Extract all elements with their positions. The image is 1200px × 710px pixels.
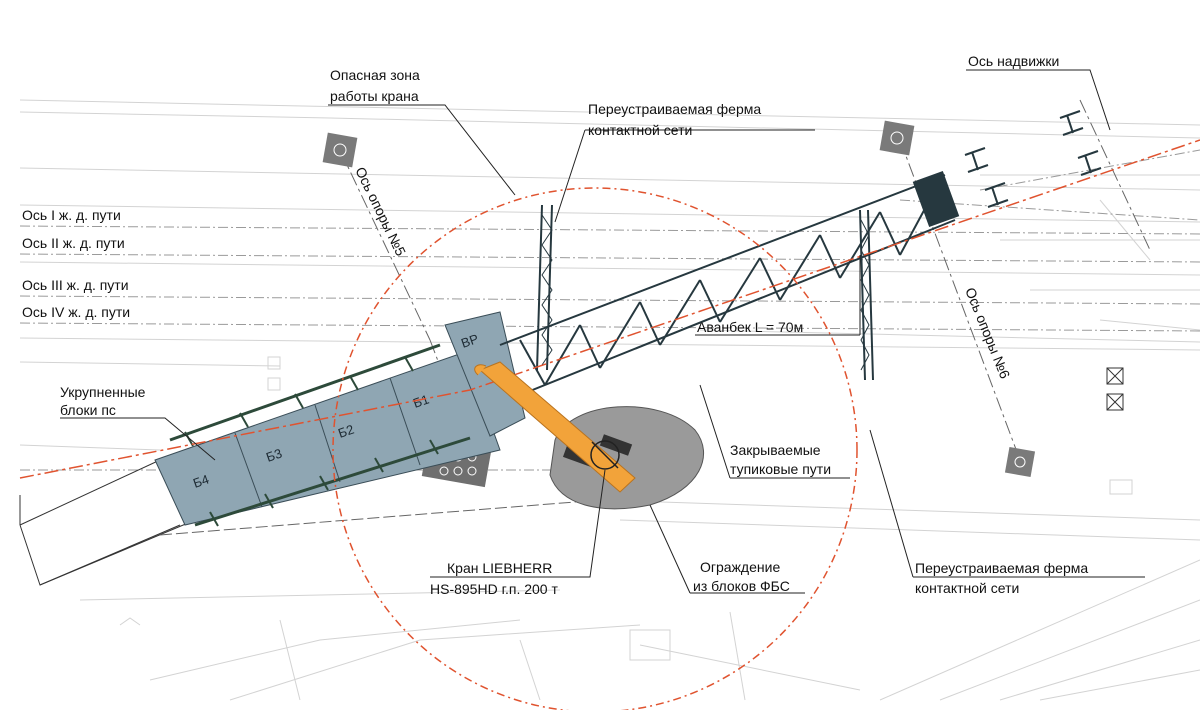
- catenary-truss-label: контактной сети: [915, 580, 1019, 596]
- catenary-truss-label: контактной сети: [588, 122, 692, 138]
- block-label: Б2: [336, 422, 356, 441]
- track-axis-label: Ось I ж. д. пути: [22, 207, 121, 223]
- block-label: Б1: [411, 392, 431, 411]
- avanbek-truss: [499, 110, 1102, 396]
- block-label: Б4: [191, 472, 211, 491]
- danger-zone-label: работы крана: [330, 88, 419, 104]
- launch-axis: [19, 139, 1200, 479]
- track-axis-label: Ось III ж. д. пути: [22, 277, 129, 293]
- catenary-truss: [536, 204, 874, 381]
- launch-axis-label: Ось надвижки: [968, 53, 1059, 69]
- dead-end-tracks-label: Закрываемые: [730, 442, 821, 458]
- crane-label: HS-895HD г.п. 200 т: [430, 581, 558, 597]
- crane-label: Кран LIEBHERR: [447, 560, 552, 576]
- dead-end-tracks-label: тупиковые пути: [730, 461, 831, 477]
- catenary-truss-label: Переустраиваемая ферма: [915, 560, 1088, 576]
- crane-boom: [474, 361, 636, 493]
- span-block-labels: Б4 Б3 Б2 Б1 ВР: [191, 331, 480, 491]
- blocks-label: блоки пс: [60, 402, 116, 418]
- catenary-truss-label: Переустраиваемая ферма: [588, 101, 761, 117]
- leader-lines: [60, 69, 1145, 594]
- fence-label: из блоков ФБС: [693, 578, 790, 594]
- track-axis-label: Ось IV ж. д. пути: [22, 304, 130, 320]
- background-topography: [19, 99, 1200, 701]
- danger-zone-label: Опасная зона: [330, 67, 420, 83]
- pier-foundation: [1106, 367, 1124, 385]
- approach-ramp: [19, 459, 601, 586]
- pier-foundation: [1106, 393, 1124, 411]
- support-bracket: [964, 110, 1102, 208]
- block-label: Б3: [264, 446, 284, 465]
- avanbek-label: Аванбек L = 70м: [697, 319, 803, 335]
- pier-foundation: [1004, 446, 1036, 478]
- span-blocks: [154, 351, 501, 526]
- pier-axis-label: Ось опоры №5: [352, 164, 409, 258]
- pier-foundation: [322, 132, 358, 168]
- danger-zone: [332, 187, 858, 710]
- pier-foundation: [879, 120, 915, 156]
- fence-label: Ограждение: [700, 559, 780, 575]
- pier-axis-label: Ось опоры №6: [962, 285, 1013, 381]
- crane-pad: [549, 406, 704, 510]
- block-label: ВР: [459, 331, 480, 351]
- blocks-label: Укрупненные: [60, 384, 146, 400]
- track-axis-label: Ось II ж. д. пути: [22, 235, 125, 251]
